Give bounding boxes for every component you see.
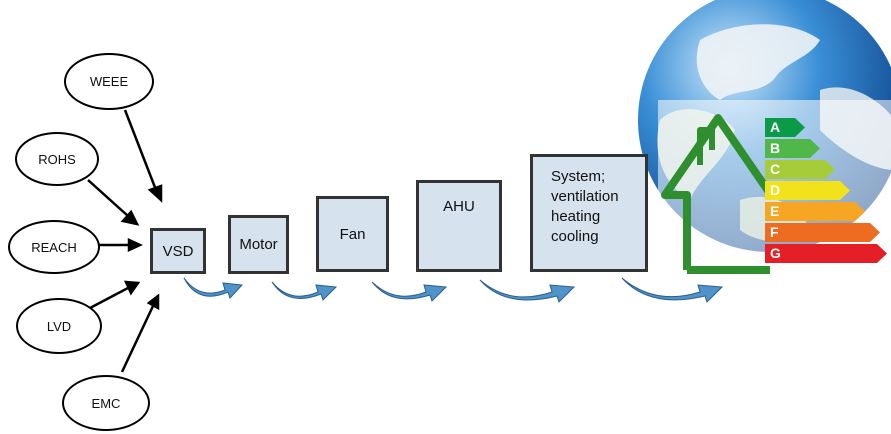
energy-grade-e: E	[765, 202, 865, 221]
energy-grade-d: D	[765, 181, 850, 200]
flow-arrow-motor-fan	[271, 281, 338, 301]
node-system: System; ventilation heating cooling	[530, 154, 648, 272]
system-line-4: cooling	[551, 228, 599, 245]
system-line-2: ventilation	[551, 188, 619, 205]
flow-arrow-ahu-system	[479, 279, 576, 303]
directive-weee: WEEE	[64, 53, 154, 110]
flow-arrow-system-label	[621, 277, 724, 303]
energy-grade-f: F	[765, 223, 880, 242]
energy-grade-g: G	[765, 244, 887, 263]
node-ahu: AHU	[416, 180, 502, 272]
flow-arrows	[183, 277, 724, 303]
system-line-3: heating	[551, 208, 601, 225]
flow-arrow-vsd-motor	[183, 277, 244, 299]
directive-lvd: LVD	[16, 298, 102, 354]
energy-grade-b: B	[765, 139, 820, 158]
node-fan: Fan	[316, 196, 389, 272]
node-motor: Motor	[228, 215, 289, 274]
system-line-1: System;	[551, 168, 606, 185]
directive-rohs: ROHS	[15, 132, 99, 186]
directive-emc: EMC	[62, 375, 150, 431]
flow-arrow-fan-ahu	[371, 281, 448, 302]
directive-arrows	[87, 109, 163, 373]
energy-grade-c: C	[765, 160, 835, 179]
directive-reach: REACH	[8, 220, 100, 274]
node-vsd: VSD	[150, 228, 206, 274]
energy-grade-a: A	[765, 118, 805, 137]
